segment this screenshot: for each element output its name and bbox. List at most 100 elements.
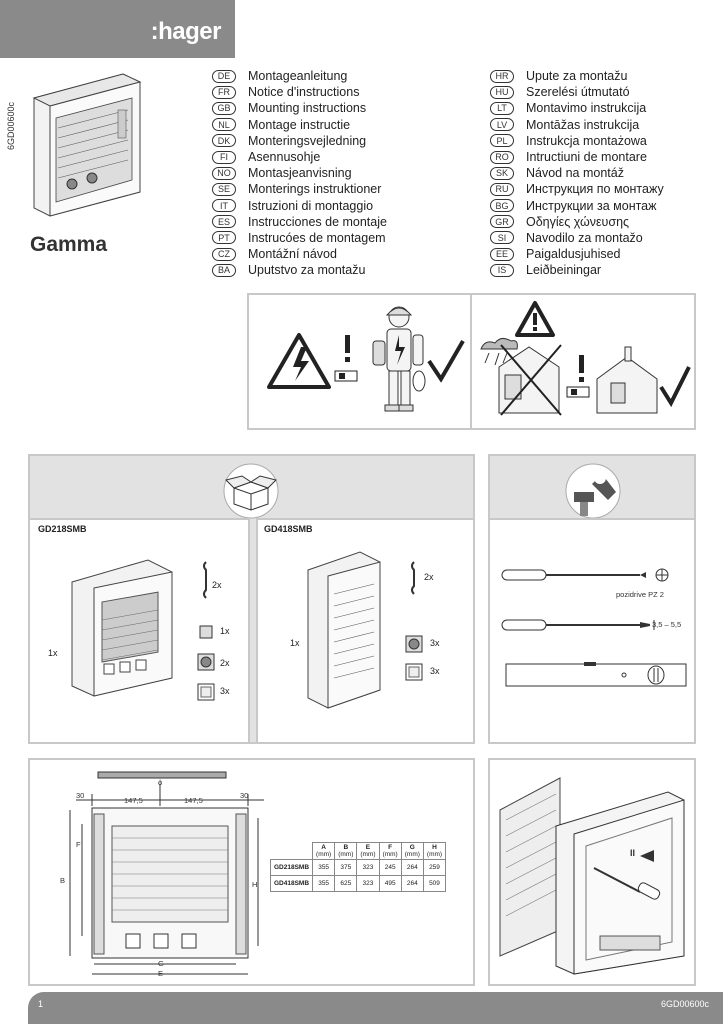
pointing-hand-icon (566, 386, 590, 398)
language-code-badge: HR (490, 69, 514, 83)
table-cell: 264 (400, 875, 424, 892)
blanking-plate-icon (197, 683, 215, 701)
language-item: SE Monterings instruktioner (212, 181, 387, 197)
contents-panel: GD218SMB 1x 2x 1x 2x 3x GD418SMB 1x (28, 454, 475, 744)
part1-quantity: 3x (430, 638, 440, 648)
language-title: Paigaldusjuhised (526, 247, 621, 262)
language-title: Monterings instruktioner (248, 182, 382, 197)
table-cell: 264 (400, 859, 424, 876)
table-row: GD218SMB 355 375 323 245 264 259 (269, 859, 447, 876)
language-title: Notice d'instructions (248, 85, 360, 100)
table-cell: 323 (356, 859, 380, 876)
step-mark: II (630, 848, 636, 858)
language-code-badge: SE (212, 182, 236, 196)
indoor-house-icon (596, 346, 658, 414)
language-title: Asennusohje (248, 150, 321, 165)
page-number: 1 (38, 999, 44, 1009)
language-code-badge: IS (490, 263, 514, 277)
dimensions-table: A(mm) B(mm) E(mm) F(mm) G(mm) H(mm) GD21… (269, 842, 447, 892)
spirit-level-icon (505, 662, 687, 687)
dim-b-label: B (60, 876, 66, 885)
table-cell: 509 (422, 875, 447, 892)
blanking-plate-icon (405, 663, 423, 681)
language-item: DE Montageanleitung (212, 68, 387, 84)
table-header: B(mm) (334, 842, 358, 860)
dim-f-label: F (76, 840, 81, 849)
enclosure-gd418smb-icon (307, 551, 381, 709)
table-header: E(mm) (356, 842, 380, 860)
footer-doc-code: 6GD00600c (660, 999, 709, 1009)
dim-e-label: E (158, 969, 164, 978)
language-code-badge: HU (490, 85, 514, 99)
enclosure-illustration (32, 73, 142, 217)
high-voltage-warning-icon (267, 333, 331, 389)
language-code-badge: IT (212, 199, 236, 213)
language-title: Οδηγίες χώνευσης (526, 214, 630, 229)
table-row-model: GD418SMB (269, 875, 314, 892)
contents-gd218smb: GD218SMB 1x 2x 1x 2x 3x (28, 518, 250, 744)
language-code-badge: PL (490, 134, 514, 148)
half-span-right-label: 147,5 (184, 796, 203, 805)
language-title: Montážní návod (248, 247, 337, 262)
rail-quantity: 2x (424, 572, 434, 582)
cable-gland-icon (405, 635, 423, 653)
exclamation-icon (345, 335, 350, 362)
flat-blade-label: 3,5 – 5,5 (652, 620, 682, 629)
contents-gd418smb: GD418SMB 1x 2x 3x 3x (256, 518, 475, 744)
part2-quantity: 3x (430, 666, 440, 676)
language-title: Istruzioni di montaggio (248, 198, 374, 213)
product-name: Gamma (30, 233, 108, 256)
language-item: GR Οδηγίες χώνευσης (490, 214, 664, 230)
tools-list: pozidrive PZ 2 3,5 – 5,5 (488, 518, 696, 744)
dimension-drawing (69, 771, 264, 975)
language-title: Instrucóes de montagem (248, 230, 386, 245)
language-title: Montasjeanvisning (248, 166, 352, 181)
terminal-block-icon (199, 625, 213, 639)
table-cell: 259 (422, 859, 447, 876)
enclosure-quantity: 1x (48, 648, 58, 658)
language-item: LT Montavimo instrukcija (490, 100, 664, 116)
table-header: G(mm) (400, 842, 424, 860)
footer-bar (28, 992, 723, 1024)
language-title: Montavimo instrukcija (526, 101, 647, 116)
language-code-badge: DE (212, 69, 236, 83)
dim-g-label: G (158, 959, 164, 968)
table-row-model: GD218SMB (269, 859, 314, 876)
language-title: Intructiuni de montare (526, 150, 647, 165)
language-title: Návod na montáž (526, 166, 624, 181)
pointing-hand-icon (334, 370, 358, 382)
language-item: PL Instrukcja montażowa (490, 133, 664, 149)
table-header: H(mm) (422, 842, 447, 860)
half-span-left-label: 147,5 (124, 796, 143, 805)
language-code-badge: GR (490, 215, 514, 229)
logo-band: :hager (0, 0, 235, 58)
language-title: Monteringsvejledning (248, 133, 367, 148)
outdoor-house-crossed-icon (480, 337, 562, 416)
language-code-badge: LT (490, 101, 514, 115)
arrow-icon (640, 850, 654, 862)
part2-quantity: 2x (220, 658, 230, 668)
margin-right-label: 30 (240, 791, 249, 800)
language-code-badge: BG (490, 199, 514, 213)
table-header: A(mm) (312, 842, 336, 860)
language-code-badge: ES (212, 215, 236, 229)
part3-quantity: 3x (220, 686, 230, 696)
electrician-figure-icon (372, 306, 426, 412)
language-code-badge: DK (212, 134, 236, 148)
margin-left-label: 30 (76, 791, 85, 800)
language-code-badge: BA (212, 263, 236, 277)
safety-panel (247, 293, 696, 430)
language-title: Montageanleitung (248, 69, 348, 84)
language-code-badge: NO (212, 166, 236, 180)
language-title: Instrukcja montażowa (526, 133, 647, 148)
safety-illustration (267, 295, 691, 428)
